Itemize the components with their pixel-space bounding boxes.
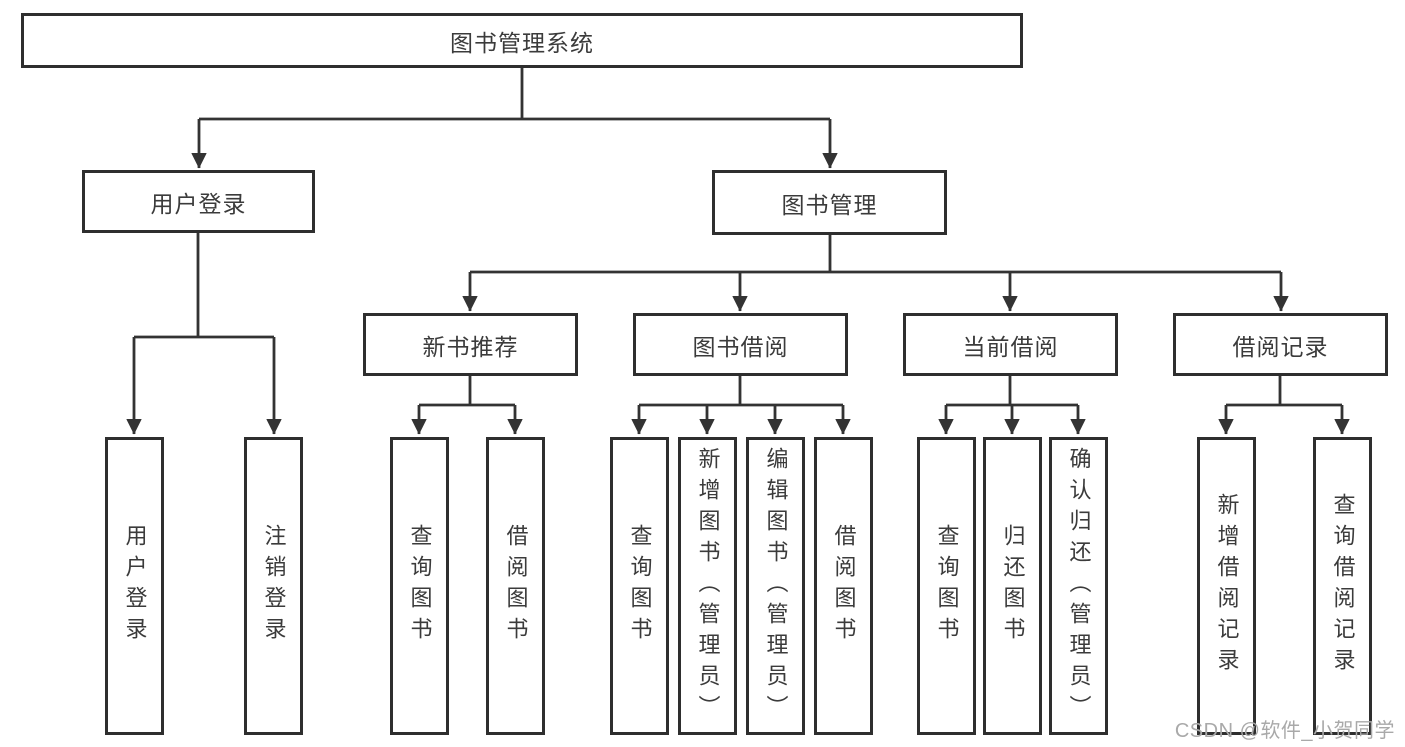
leaf-newbook-query-books: 查询图书 bbox=[390, 437, 449, 735]
node-current-borrowing: 当前借阅 bbox=[903, 313, 1118, 376]
leaf-borrowing-query-books: 查询图书 bbox=[610, 437, 669, 735]
node-user-login: 用户登录 bbox=[82, 170, 315, 233]
node-library-system: 图书管理系统 bbox=[21, 13, 1023, 68]
node-new-book-recommendation: 新书推荐 bbox=[363, 313, 578, 376]
connector-group bbox=[126, 68, 1350, 435]
leaf-borrowing-borrow-books: 借阅图书 bbox=[814, 437, 873, 735]
leaf-logout: 注销登录 bbox=[244, 437, 303, 735]
leaf-records-add-record: 新增借阅记录 bbox=[1197, 437, 1256, 735]
leaf-borrowing-edit-books-admin: 编辑图书（管理员） bbox=[746, 437, 805, 735]
node-book-management: 图书管理 bbox=[712, 170, 947, 235]
leaf-borrowing-add-books-admin: 新增图书（管理员） bbox=[678, 437, 737, 735]
node-book-borrowing: 图书借阅 bbox=[633, 313, 848, 376]
watermark: CSDN @软件_小贺同学 bbox=[1174, 720, 1395, 742]
leaf-newbook-borrow-books: 借阅图书 bbox=[486, 437, 545, 735]
leaf-current-confirm-return-admin: 确认归还（管理员） bbox=[1049, 437, 1108, 735]
leaf-records-query-record: 查询借阅记录 bbox=[1313, 437, 1372, 735]
node-borrowing-records: 借阅记录 bbox=[1173, 313, 1388, 376]
leaf-current-return-books: 归还图书 bbox=[983, 437, 1042, 735]
leaf-user-login: 用户登录 bbox=[105, 437, 164, 735]
leaf-current-query-books: 查询图书 bbox=[917, 437, 976, 735]
